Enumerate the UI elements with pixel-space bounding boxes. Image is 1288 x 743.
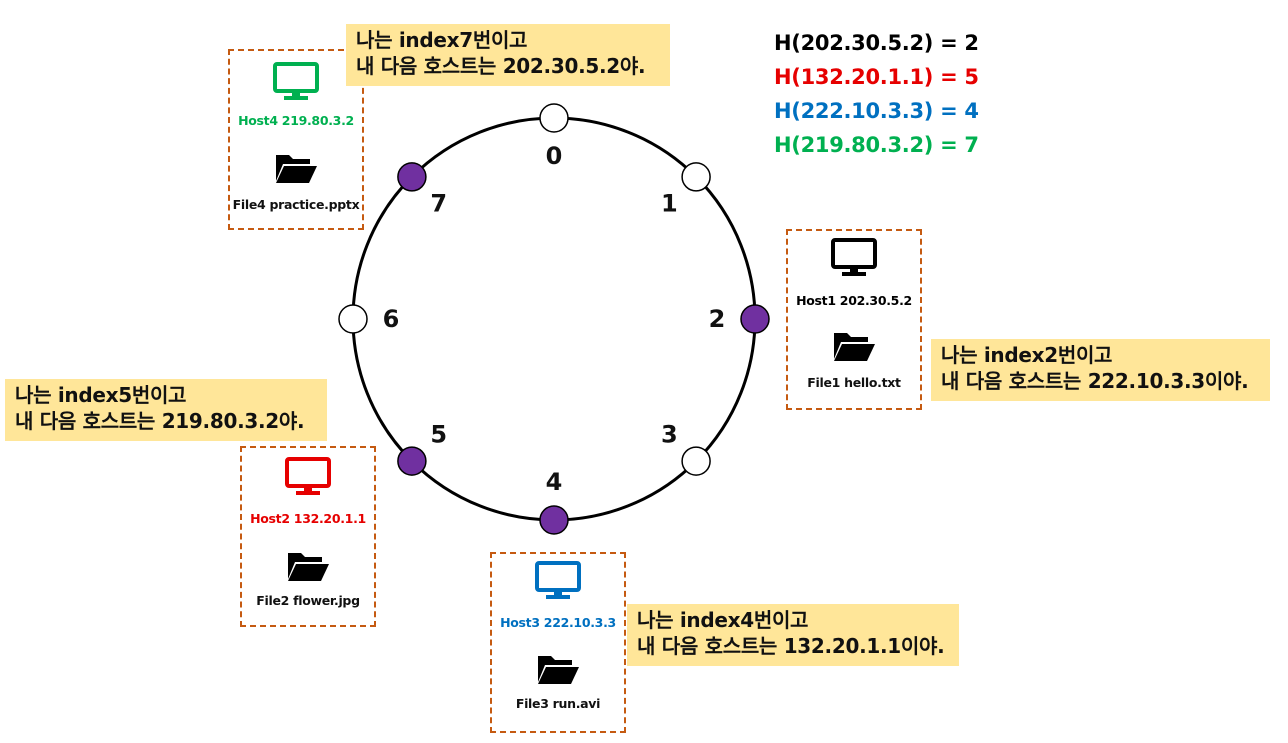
monitor-screen bbox=[535, 561, 581, 592]
folder-open-icon bbox=[288, 553, 329, 581]
ring-node-label-0: 0 bbox=[546, 142, 563, 170]
ring-node-1 bbox=[681, 162, 711, 192]
monitor-screen bbox=[831, 238, 877, 269]
ring-node-0 bbox=[539, 103, 569, 133]
ring-node-label-1: 1 bbox=[661, 190, 678, 218]
note-index2-line1: 나는 index2번이고 bbox=[941, 343, 1113, 367]
note-index5: 나는 index5번이고 내 다음 호스트는 219.80.3.2야. bbox=[5, 379, 327, 441]
monitor-screen bbox=[273, 62, 319, 93]
ring-node-5 bbox=[397, 446, 427, 476]
hash-result-host2: H(132.20.1.1) = 5 bbox=[774, 65, 979, 89]
ring-node-label-6: 6 bbox=[383, 305, 400, 333]
ring-node-7 bbox=[397, 162, 427, 192]
file2-label: File2 flower.jpg bbox=[256, 593, 360, 608]
ring-node-6 bbox=[338, 304, 368, 334]
host3-label: Host3 222.10.3.3 bbox=[500, 615, 616, 630]
note-index4: 나는 index4번이고 내 다음 호스트는 132.20.1.1이야. bbox=[627, 604, 959, 666]
folder-open-icon bbox=[538, 656, 579, 684]
file4-label: File4 practice.pptx bbox=[232, 197, 360, 212]
ring-node-2 bbox=[740, 304, 770, 334]
monitor-stand bbox=[304, 486, 312, 491]
ring-node-3 bbox=[681, 446, 711, 476]
host4-label: Host4 219.80.3.2 bbox=[238, 113, 354, 128]
folder-open-icon bbox=[834, 333, 875, 361]
host1-label: Host1 202.30.5.2 bbox=[796, 293, 912, 308]
hash-result-host1: H(202.30.5.2) = 2 bbox=[774, 31, 979, 55]
ring-node-label-3: 3 bbox=[661, 420, 678, 448]
host3-box: Host3 222.10.3.3 File3 run.avi bbox=[490, 552, 626, 733]
host1-box: Host1 202.30.5.2 File1 hello.txt bbox=[786, 229, 922, 410]
note-index7-line1: 나는 index7번이고 bbox=[356, 28, 528, 52]
hash-result-host4: H(219.80.3.2) = 7 bbox=[774, 133, 979, 157]
monitor-stand bbox=[554, 590, 562, 595]
hash-result-host3: H(222.10.3.3) = 4 bbox=[774, 99, 979, 123]
folder-open-icon bbox=[276, 155, 317, 183]
note-index2-line2: 내 다음 호스트는 222.10.3.3이야. bbox=[941, 369, 1249, 393]
host2-box: Host2 132.20.1.1 File2 flower.jpg bbox=[240, 446, 376, 627]
note-index7: 나는 index7번이고 내 다음 호스트는 202.30.5.2야. bbox=[346, 24, 670, 86]
monitor-stand bbox=[292, 91, 300, 96]
monitor-screen bbox=[285, 457, 331, 488]
note-index4-line1: 나는 index4번이고 bbox=[637, 608, 809, 632]
note-index7-line2: 내 다음 호스트는 202.30.5.2야. bbox=[356, 54, 646, 78]
host2-label: Host2 132.20.1.1 bbox=[250, 511, 366, 526]
note-index4-line2: 내 다음 호스트는 132.20.1.1이야. bbox=[637, 634, 945, 658]
monitor-icon bbox=[831, 238, 877, 276]
file3-label: File3 run.avi bbox=[515, 696, 601, 711]
ring-node-label-7: 7 bbox=[430, 190, 447, 218]
monitor-base bbox=[842, 272, 866, 276]
monitor-stand bbox=[850, 267, 858, 272]
note-index2: 나는 index2번이고 내 다음 호스트는 222.10.3.3이야. bbox=[931, 339, 1270, 401]
ring-node-4 bbox=[539, 505, 569, 535]
monitor-base bbox=[296, 491, 320, 495]
file1-label: File1 hello.txt bbox=[807, 375, 901, 390]
ring-node-label-4: 4 bbox=[546, 468, 563, 496]
monitor-icon bbox=[273, 62, 319, 100]
monitor-base bbox=[284, 96, 308, 100]
monitor-icon bbox=[535, 561, 581, 599]
hash-results: H(202.30.5.2) = 2 H(132.20.1.1) = 5 H(22… bbox=[774, 26, 979, 162]
monitor-icon bbox=[285, 457, 331, 495]
monitor-base bbox=[546, 595, 570, 599]
note-index5-line2: 내 다음 호스트는 219.80.3.2야. bbox=[15, 409, 305, 433]
ring-node-label-5: 5 bbox=[430, 420, 447, 448]
ring-node-label-2: 2 bbox=[709, 305, 726, 333]
host4-box: Host4 219.80.3.2 File4 practice.pptx bbox=[228, 49, 364, 230]
note-index5-line1: 나는 index5번이고 bbox=[15, 383, 187, 407]
